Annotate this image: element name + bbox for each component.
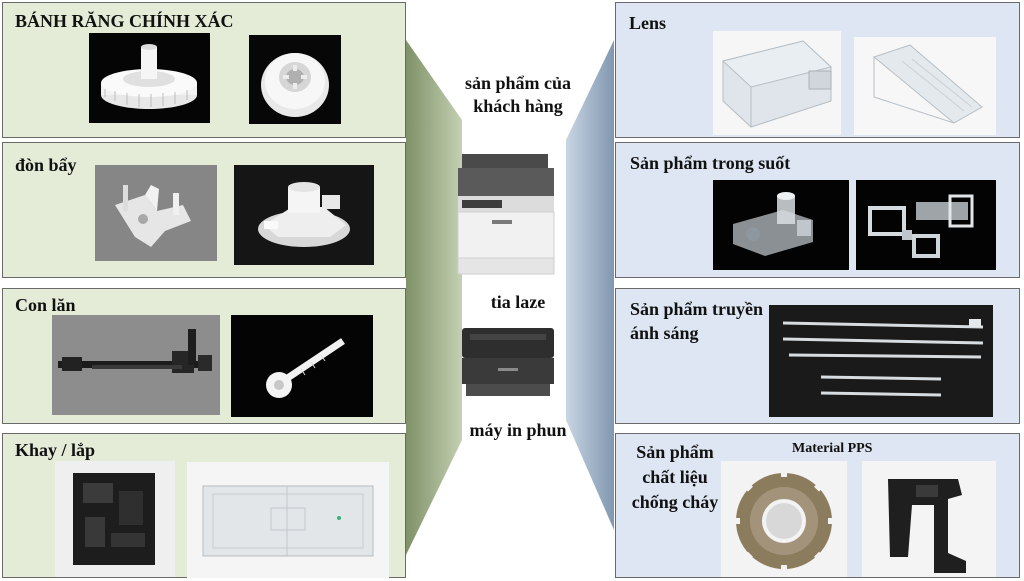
customer-products-label: sản phẩm của khách hàng (464, 73, 572, 116)
laser-label: tia laze (490, 292, 546, 312)
panel-title: Sản phẩm trong suốt (630, 153, 791, 173)
white-gear-hub-photo (249, 35, 341, 124)
panel-trays-covers: Khay / lắp (2, 433, 406, 578)
clear-parts-group-photo (856, 180, 996, 270)
clear-cover-photo (187, 462, 389, 578)
panel-rollers: Con lăn (2, 288, 406, 424)
panel-title: đòn bẩy (15, 155, 77, 175)
acrylic-block-lens-photo (713, 31, 841, 135)
inkjet-printer-label: máy in phun (469, 420, 567, 440)
white-lever-part-photo (95, 165, 217, 261)
panel-lens: Lens (615, 2, 1020, 138)
laser-printer-photo (458, 324, 558, 398)
panel-title: Khay / lắp (15, 440, 96, 460)
white-gear-shaft-photo (231, 315, 373, 417)
black-tray-photo (55, 461, 175, 577)
light-guide-rods-photo (769, 305, 993, 417)
panel-title: Sản phẩm truyền ánh sáng (630, 299, 764, 343)
white-cam-part-photo (234, 165, 374, 265)
panel-title: BÁNH RĂNG CHÍNH XÁC (15, 11, 234, 31)
panel-title: Con lăn (15, 295, 76, 315)
clear-part-photo (713, 180, 849, 270)
material-pps-label: Material PPS (792, 441, 873, 456)
panel-precision-gears: BÁNH RĂNG CHÍNH XÁC (2, 2, 406, 138)
panel-title: Lens (629, 13, 667, 33)
left-funnel-connector (406, 40, 462, 555)
panel-light-transmission: Sản phẩm truyền ánh sáng (615, 288, 1020, 424)
acrylic-prism-lens-photo (854, 37, 996, 135)
pps-bracket-photo (862, 461, 996, 577)
black-roller-shaft-photo (52, 315, 220, 415)
panel-flame-retardant: Sản phẩm chất liệu chống cháy Material P… (615, 433, 1020, 578)
panel-transparent-products: Sản phẩm trong suốt (615, 142, 1020, 278)
pps-gear-photo (721, 461, 847, 577)
right-funnel-connector (566, 40, 614, 530)
panel-levers: đòn bẩy (2, 142, 406, 278)
panel-title: Sản phẩm chất liệu chống cháy (631, 442, 719, 512)
multifunction-printer-photo (452, 150, 562, 278)
white-spur-gear-photo (89, 33, 210, 123)
